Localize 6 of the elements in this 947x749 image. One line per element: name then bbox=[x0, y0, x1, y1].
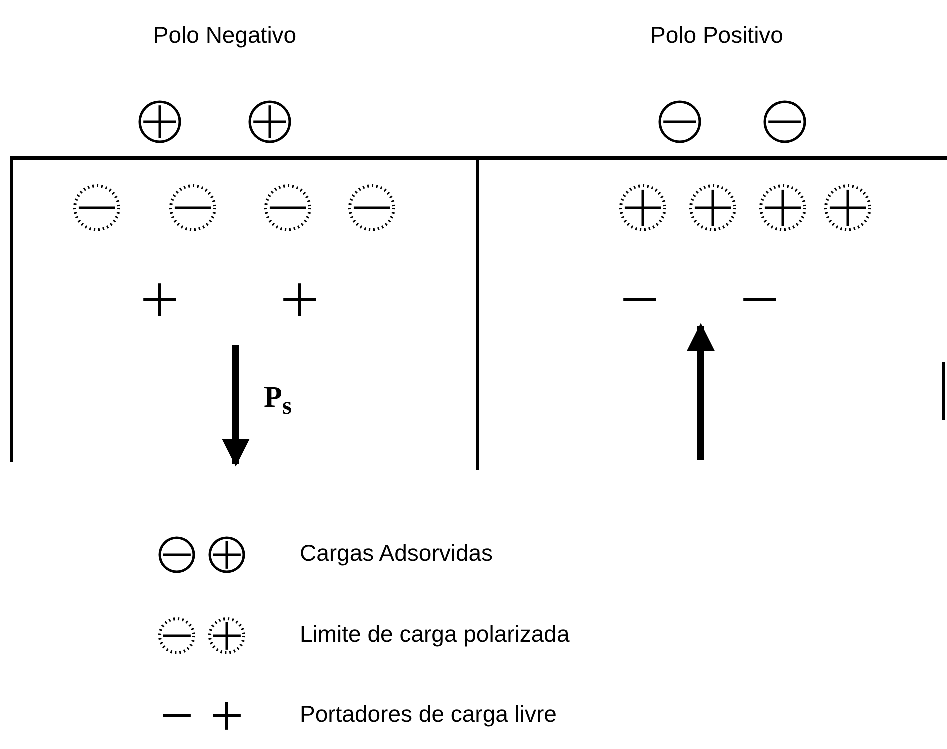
polarization-label: P$_{s}$ bbox=[264, 380, 292, 422]
pole-label: Polo Positivo bbox=[650, 22, 784, 50]
legend-text: Limite de carga polarizada bbox=[300, 621, 570, 649]
legend-text: Cargas Adsorvidas bbox=[300, 540, 494, 568]
legend-text: Portadores de carga livre bbox=[300, 701, 557, 729]
pole-label: Polo Negativo bbox=[153, 22, 297, 50]
